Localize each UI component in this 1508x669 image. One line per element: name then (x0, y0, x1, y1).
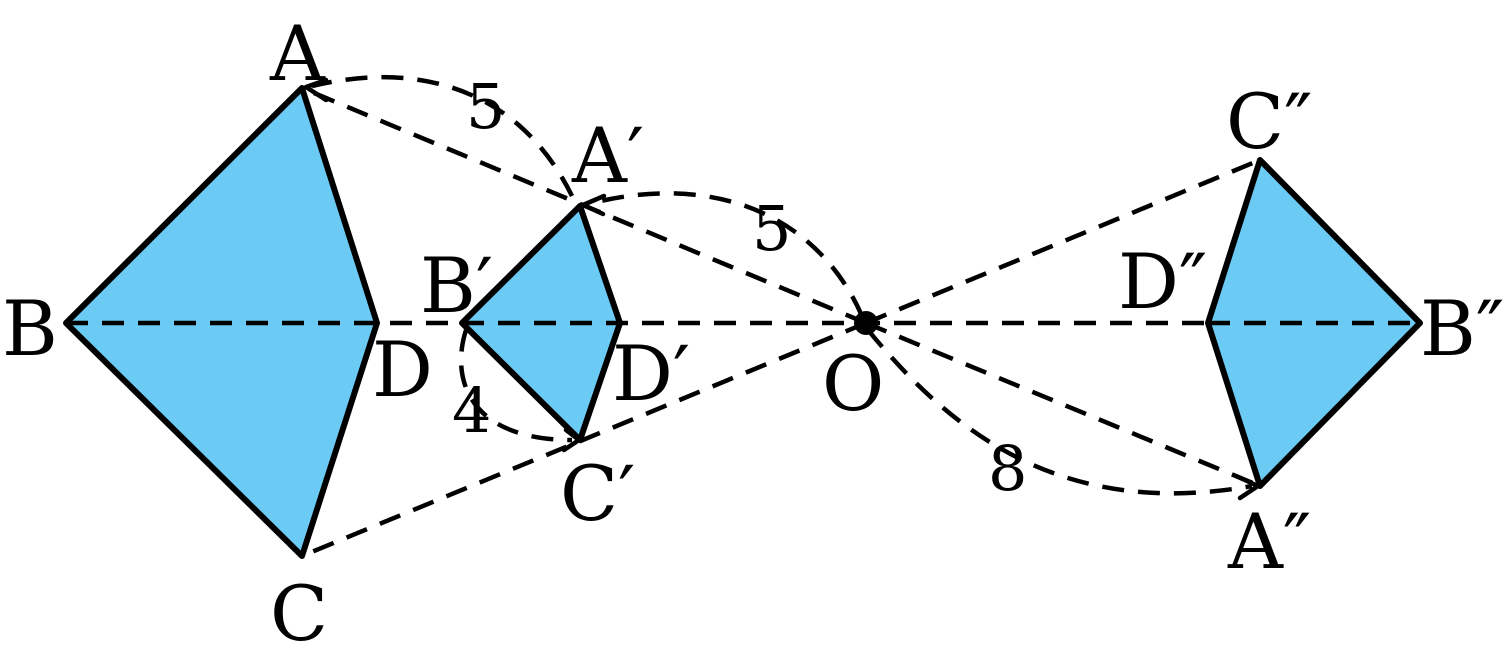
arc-O-to-A1 (587, 191, 865, 317)
ray-O-to-A2 (865, 320, 1261, 489)
center-point-O (854, 311, 878, 335)
label-B2: B″ (1420, 284, 1504, 373)
label-D1: D′ (612, 329, 690, 418)
label-C1: C′ (560, 449, 635, 538)
label-D2: D″ (1118, 237, 1207, 326)
label-D: D (372, 325, 433, 414)
arrowhead-at-A2 (1233, 473, 1261, 501)
arrowhead-at-A (303, 77, 329, 103)
label-A2: A″ (1227, 497, 1311, 586)
label-C: C (270, 569, 328, 658)
label-O: O (822, 339, 884, 428)
ray-O-to-C (301, 320, 867, 559)
label-C2: C″ (1226, 77, 1313, 166)
arrowhead-at-A1 (580, 193, 607, 217)
measure-O-to-A1: 5 (752, 192, 791, 265)
measure-B1-to-C1: 4 (452, 374, 491, 447)
arrowhead-at-C1 (561, 427, 582, 453)
label-B: B (2, 284, 58, 373)
measure-A1-to-A: 5 (466, 70, 505, 143)
label-A: A (269, 9, 326, 98)
arc-A1-to-A (311, 74, 575, 197)
arc-O-to-A2 (866, 328, 1253, 496)
label-A1: A′ (571, 111, 644, 200)
measure-O-to-A2: 8 (988, 432, 1027, 505)
arc-B1-to-C1 (458, 329, 573, 443)
label-B1: B′ (420, 241, 493, 330)
